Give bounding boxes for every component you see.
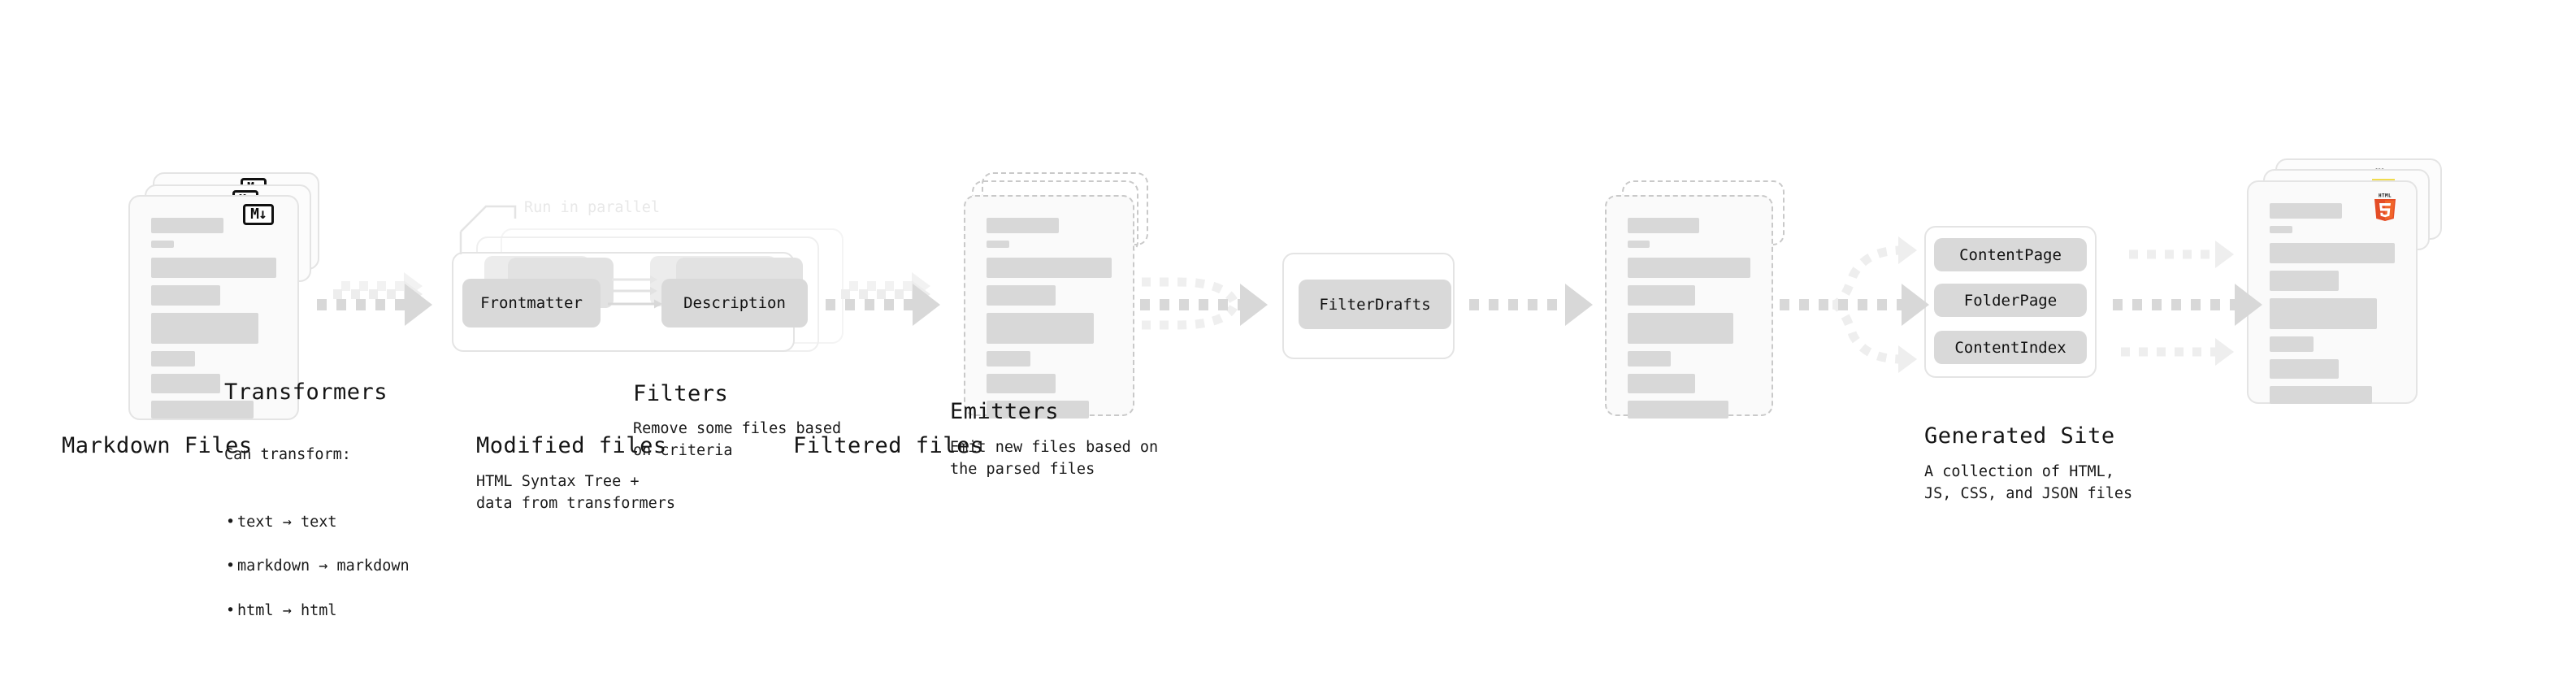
filter-chip-filterdrafts[interactable]: FilterDrafts <box>1299 280 1451 329</box>
markdown-file-card-front <box>128 195 299 420</box>
transformers-desc: Can transform: text → text markdown → ma… <box>224 422 410 666</box>
transformers-desc-item: html → html <box>224 600 410 622</box>
run-in-parallel-label: Run in parallel <box>524 199 661 216</box>
modified-files-title: Modified files <box>476 433 667 458</box>
markdown-files-title: Markdown Files <box>62 433 253 458</box>
modified-file-card-front <box>964 195 1134 419</box>
filters-title: Filters <box>633 381 729 406</box>
transformer-chip-frontmatter[interactable]: Frontmatter <box>462 279 601 327</box>
generated-site-title: Generated Site <box>1924 423 2115 449</box>
transformer-chip-description[interactable]: Description <box>661 279 808 327</box>
filtered-file-card-front <box>1605 195 1773 419</box>
modified-file-bars <box>987 218 1112 426</box>
filters-desc: Remove some files based on criteria <box>633 420 842 460</box>
transformers-title: Transformers <box>224 380 388 405</box>
svg-text:HTML: HTML <box>2379 193 2392 199</box>
markdown-file-bars <box>151 218 276 426</box>
emitters-desc: Emit new files based on the parsed files <box>950 439 1159 479</box>
emitters-title: Emitters <box>950 399 1060 424</box>
arrow-modified-to-filters <box>1140 277 1268 330</box>
markdown-badge-front: M↓ <box>243 204 274 225</box>
emitter-chip-contentindex[interactable]: ContentIndex <box>1934 331 2087 364</box>
transformers-desc-head: Can transform: <box>224 446 351 464</box>
modified-files-desc: HTML Syntax Tree + data from transformer… <box>476 473 676 513</box>
arrow-emitters-to-generated <box>2113 241 2262 366</box>
arrow-filters-to-filtered <box>1469 284 1593 326</box>
emitter-chip-contentpage[interactable]: ContentPage <box>1934 238 2087 271</box>
arrow-filtered-to-emitters <box>1780 236 1929 373</box>
transformers-desc-list: text → text markdown → markdown html → h… <box>224 488 410 644</box>
arrow-markdown-to-transformers <box>317 272 432 326</box>
generated-site-desc: A collection of HTML, JS, CSS, and JSON … <box>1924 463 2133 503</box>
filtered-file-bars <box>1628 218 1750 426</box>
html5-icon: HTML <box>2373 192 2397 221</box>
emitter-chip-folderpage[interactable]: FolderPage <box>1934 284 2087 317</box>
generated-file-bars <box>2270 203 2395 411</box>
transformers-desc-item: text → text <box>224 511 410 534</box>
filtered-files-title: Filtered files <box>793 433 984 458</box>
transformers-desc-item: markdown → markdown <box>224 555 410 578</box>
